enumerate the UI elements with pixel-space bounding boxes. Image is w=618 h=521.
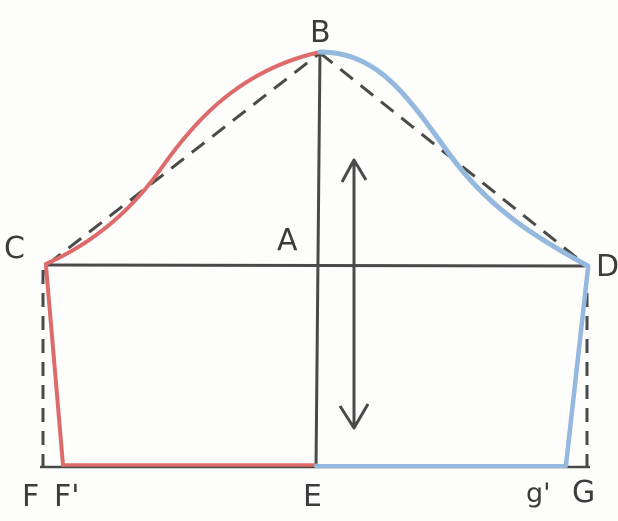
label-g-prime: g' xyxy=(526,478,551,509)
label-f-prime: F' xyxy=(54,479,80,514)
back-side-seam xyxy=(563,265,591,468)
label-g: G xyxy=(572,475,595,510)
label-a: A xyxy=(277,223,298,258)
grainline-arrow-icon xyxy=(338,158,370,430)
front-cap-curve xyxy=(44,50,322,266)
center-line-b-e xyxy=(314,49,322,469)
label-f: F xyxy=(22,479,39,514)
back-cap-curve xyxy=(317,49,591,269)
dashed-line-c-b xyxy=(47,51,321,266)
label-e: E xyxy=(303,479,322,514)
label-d: D xyxy=(596,249,618,284)
bicep-line-c-d xyxy=(45,263,591,268)
front-side-seam xyxy=(44,264,65,467)
label-b: B xyxy=(310,15,331,50)
label-c: C xyxy=(4,231,25,266)
